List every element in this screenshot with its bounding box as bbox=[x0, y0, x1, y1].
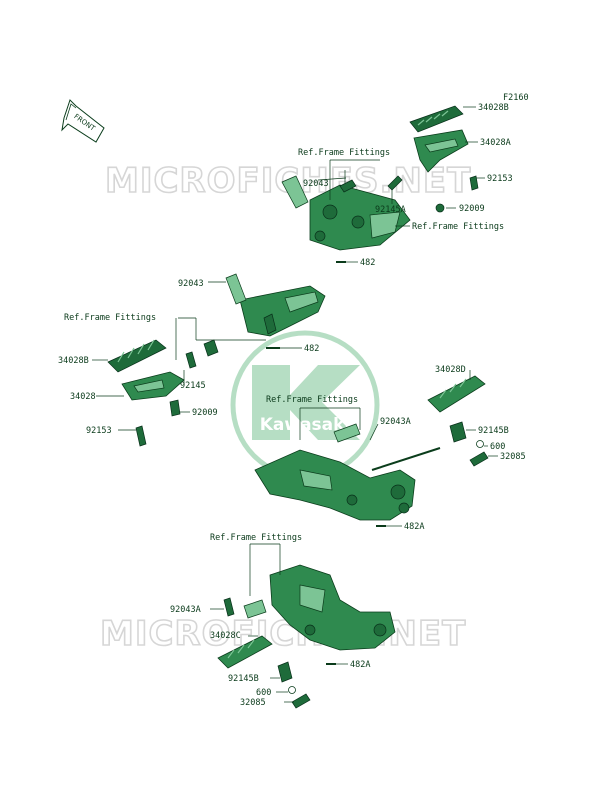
part-34028D[interactable]: 34028D bbox=[435, 365, 466, 375]
ref-frame-fittings-3: Ref.Frame Fittings bbox=[64, 313, 156, 323]
part-32085-middle[interactable]: 32085 bbox=[500, 452, 526, 462]
bottom-leaders bbox=[210, 543, 348, 703]
top-right-footpeg-assembly bbox=[281, 105, 479, 263]
ref-frame-fittings-1: Ref.Frame Fittings bbox=[298, 148, 390, 158]
part-92043-left[interactable]: 92043 bbox=[178, 279, 204, 289]
part-482-left[interactable]: 482 bbox=[304, 344, 319, 354]
front-arrow-icon: FRONT bbox=[61, 99, 105, 143]
part-92145B-middle[interactable]: 92145B bbox=[478, 426, 509, 436]
part-482A-bottom[interactable]: 482A bbox=[350, 660, 370, 670]
ref-frame-fittings-2: Ref.Frame Fittings bbox=[412, 222, 504, 232]
part-92153-left[interactable]: 92153 bbox=[86, 426, 112, 436]
part-92153-top[interactable]: 92153 bbox=[487, 174, 513, 184]
bottom-footpeg-assembly bbox=[217, 564, 396, 709]
watermark-bottom: MICROFICHES.NET bbox=[100, 614, 466, 654]
part-34028B-top[interactable]: 34028B bbox=[478, 103, 509, 113]
part-34028B-left[interactable]: 34028B bbox=[58, 356, 89, 366]
left-footpeg-assembly bbox=[107, 273, 326, 447]
part-600-middle[interactable]: 600 bbox=[490, 442, 505, 452]
part-92145-left[interactable]: 92145 bbox=[180, 381, 206, 391]
figure-code: F2160 bbox=[503, 93, 529, 103]
part-92145A-top[interactable]: 92145A bbox=[375, 205, 406, 215]
part-92043-top[interactable]: 92043 bbox=[303, 179, 329, 189]
part-34028C[interactable]: 34028C bbox=[210, 631, 241, 641]
part-482-top[interactable]: 482 bbox=[360, 258, 375, 268]
part-92009-left[interactable]: 92009 bbox=[192, 408, 218, 418]
middle-leaders bbox=[299, 370, 498, 527]
part-92145B-bottom[interactable]: 92145B bbox=[228, 674, 259, 684]
left-leaders bbox=[92, 281, 302, 431]
part-600-bottom[interactable]: 600 bbox=[256, 688, 271, 698]
part-34028-left[interactable]: 34028 bbox=[70, 392, 96, 402]
ref-frame-fittings-5: Ref.Frame Fittings bbox=[210, 533, 302, 543]
kawasaki-logo-text: Kawasaki bbox=[260, 415, 351, 435]
part-32085-bottom[interactable]: 32085 bbox=[240, 698, 266, 708]
part-482A-middle[interactable]: 482A bbox=[404, 522, 424, 532]
part-34028A-top[interactable]: 34028A bbox=[480, 138, 511, 148]
part-92043A-bottom[interactable]: 92043A bbox=[170, 605, 201, 615]
part-92009-top[interactable]: 92009 bbox=[459, 204, 485, 214]
middle-rear-footpeg-assembly bbox=[254, 375, 489, 527]
part-92043A-middle[interactable]: 92043A bbox=[380, 417, 411, 427]
ref-frame-fittings-4: Ref.Frame Fittings bbox=[266, 395, 358, 405]
top-right-leaders bbox=[317, 106, 485, 263]
